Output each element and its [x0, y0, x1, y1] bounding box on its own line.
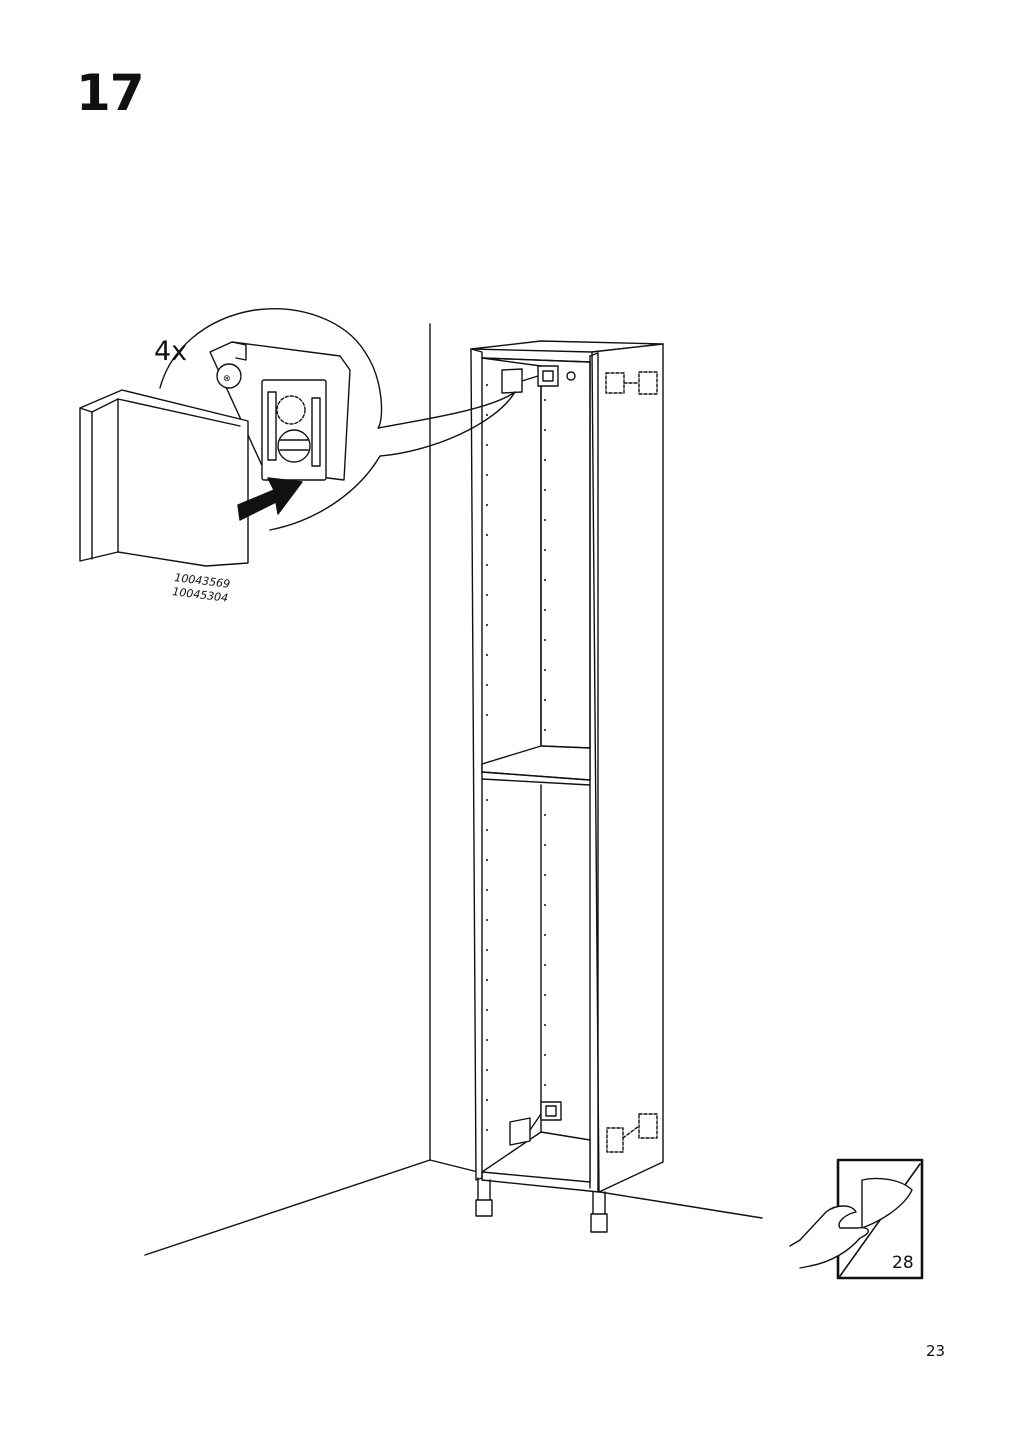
room-corner	[144, 323, 763, 1256]
step-number: 17	[76, 64, 145, 122]
shelf-pin-holes	[486, 384, 546, 1131]
page-turn-icon: 28	[789, 1158, 924, 1280]
wall-bracket-icon-bottom	[509, 1101, 658, 1153]
wall-bracket-icon	[501, 365, 658, 395]
detail-callout: ⊗	[79, 308, 516, 567]
page-turn-target: 28	[892, 1253, 914, 1273]
cabinet-frame	[470, 340, 664, 1193]
page-number: 23	[926, 1342, 946, 1360]
svg-text:⊗: ⊗	[223, 374, 231, 384]
push-arrow-icon	[237, 477, 303, 521]
cabinet-legs	[475, 1177, 608, 1233]
quantity-label: 4x	[154, 336, 187, 367]
